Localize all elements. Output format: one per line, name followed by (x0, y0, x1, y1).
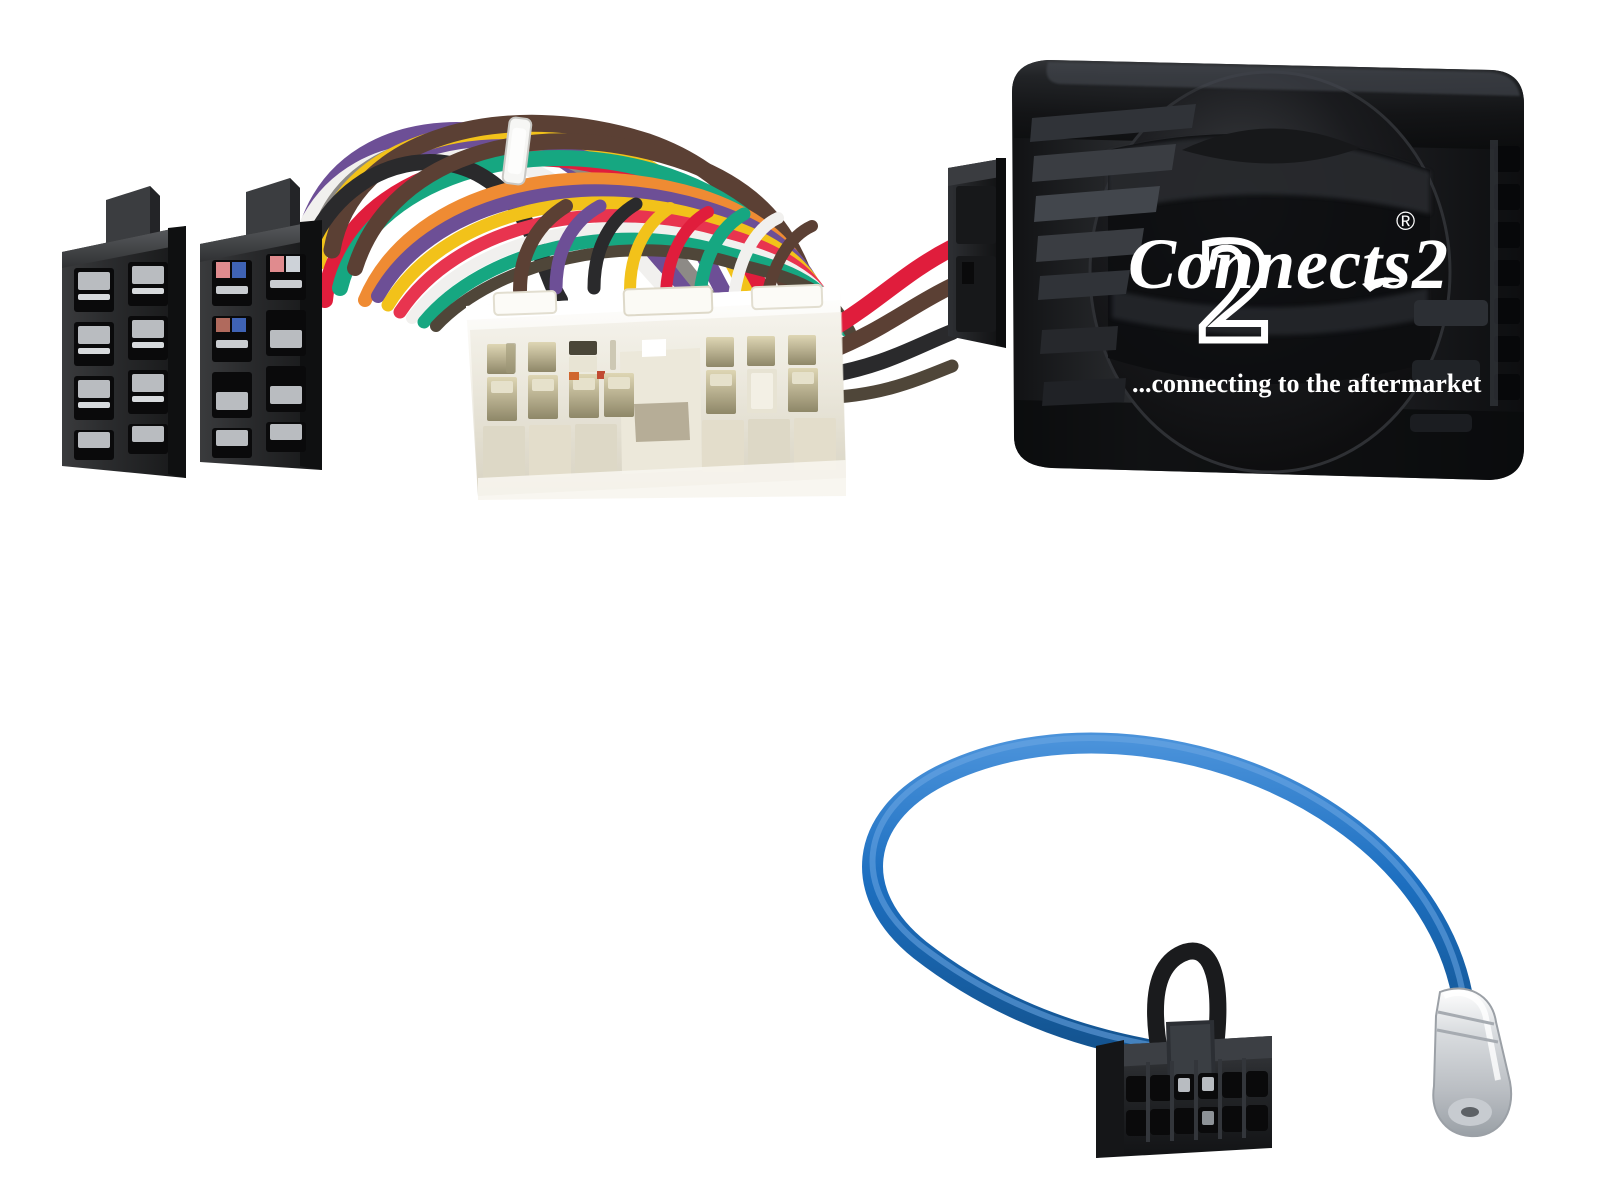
module-plug[interactable] (948, 158, 1006, 348)
registered-mark-icon: ® (1396, 206, 1415, 236)
module-vent-slots-left (1030, 104, 1196, 406)
logo-wordmark: Connects2 (1128, 224, 1449, 304)
logo-tagline: ...connecting to the aftermarket (1132, 369, 1482, 398)
logo-numeral: 2 (1196, 207, 1271, 373)
white-connector-slots (483, 418, 836, 478)
cable-tie-icon (501, 116, 533, 186)
antenna-barrel-jack[interactable] (1432, 987, 1513, 1138)
module-vent-slots-right (1490, 140, 1520, 406)
white-terminal-group-a (487, 371, 634, 421)
connects2-logo: Connects2 2 ® ...connecting to the after… (1128, 204, 1482, 399)
white-terminal-group-b (706, 368, 818, 414)
module-side-pads (1410, 300, 1488, 432)
interface-module[interactable] (1012, 60, 1524, 480)
iso-socket-grid-a (74, 262, 168, 460)
white-terminal-row-top-b (506, 343, 516, 373)
blue-cable (862, 732, 1473, 1061)
white-connector-latch (492, 283, 824, 317)
white-terminal-row-top (487, 335, 816, 374)
black-jumper-wire (1147, 942, 1227, 1064)
blue-patch-lead[interactable] (862, 732, 1513, 1158)
molex-12pin-connector[interactable] (1096, 1020, 1272, 1158)
molex-pin-grid (1126, 1071, 1268, 1136)
white-connector[interactable] (466, 283, 846, 500)
iso-socket-grid-b (212, 254, 306, 458)
molex-ribs (1146, 1058, 1246, 1142)
iso-connector[interactable] (62, 178, 322, 478)
